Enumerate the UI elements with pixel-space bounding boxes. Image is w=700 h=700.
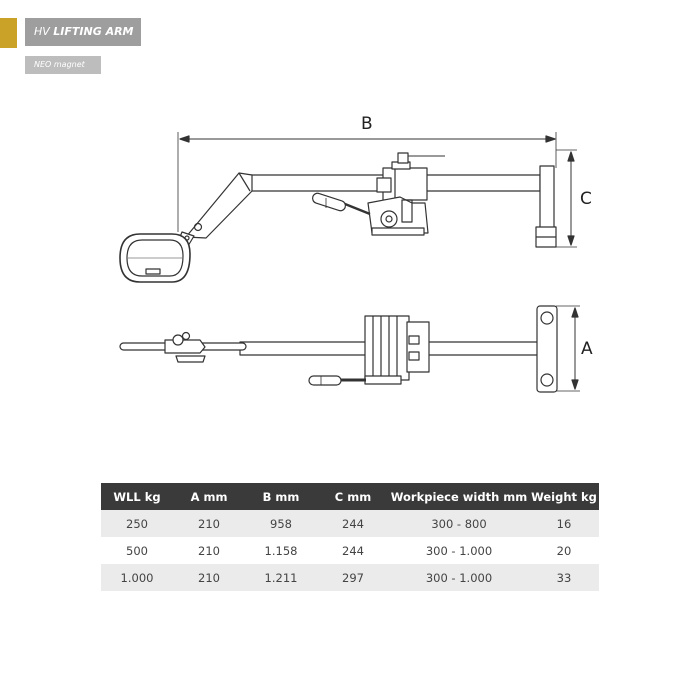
table-cell: 1.000 [101,564,173,591]
col-header-workpiece-width: Workpiece width mm [389,483,529,510]
table-cell: 297 [317,564,389,591]
specification-table: WLL kg A mm B mm C mm Workpiece width mm… [101,483,599,591]
dimension-a-label: A [581,339,593,359]
table-cell: 33 [529,564,599,591]
dimension-c-label: C [580,189,592,209]
table-cell: 250 [101,510,173,537]
col-header-wll: WLL kg [101,483,173,510]
table-cell: 244 [317,510,389,537]
col-header-c: C mm [317,483,389,510]
table-cell: 300 - 800 [389,510,529,537]
table-cell: 958 [245,510,317,537]
table-cell: 1.211 [245,564,317,591]
table-cell: 244 [317,537,389,564]
table-row: 1.000 210 1.211 297 300 - 1.000 33 [101,564,599,591]
table-cell: 20 [529,537,599,564]
table-cell: 1.158 [245,537,317,564]
table-cell: 16 [529,510,599,537]
product-title: HV LIFTING ARM [25,18,141,46]
table-cell: 300 - 1.000 [389,537,529,564]
table-cell: 500 [101,537,173,564]
side-view: B C [119,114,592,283]
top-view: A [119,305,593,393]
technical-drawing: B C [119,114,593,393]
col-header-a: A mm [173,483,245,510]
table-header-row: WLL kg A mm B mm C mm Workpiece width mm… [101,483,599,510]
col-header-weight: Weight kg [529,483,599,510]
table-cell: 210 [173,537,245,564]
table-cell: 210 [173,564,245,591]
product-subtitle: NEO magnet [25,56,101,74]
col-header-b: B mm [245,483,317,510]
title-prefix: HV [34,25,54,38]
title-main: LIFTING ARM [53,25,134,38]
table-row: 500 210 1.158 244 300 - 1.000 20 [101,537,599,564]
table-cell: 210 [173,510,245,537]
table-cell: 300 - 1.000 [389,564,529,591]
accent-bar [0,18,17,48]
table-row: 250 210 958 244 300 - 800 16 [101,510,599,537]
dimension-b-label: B [361,114,373,134]
